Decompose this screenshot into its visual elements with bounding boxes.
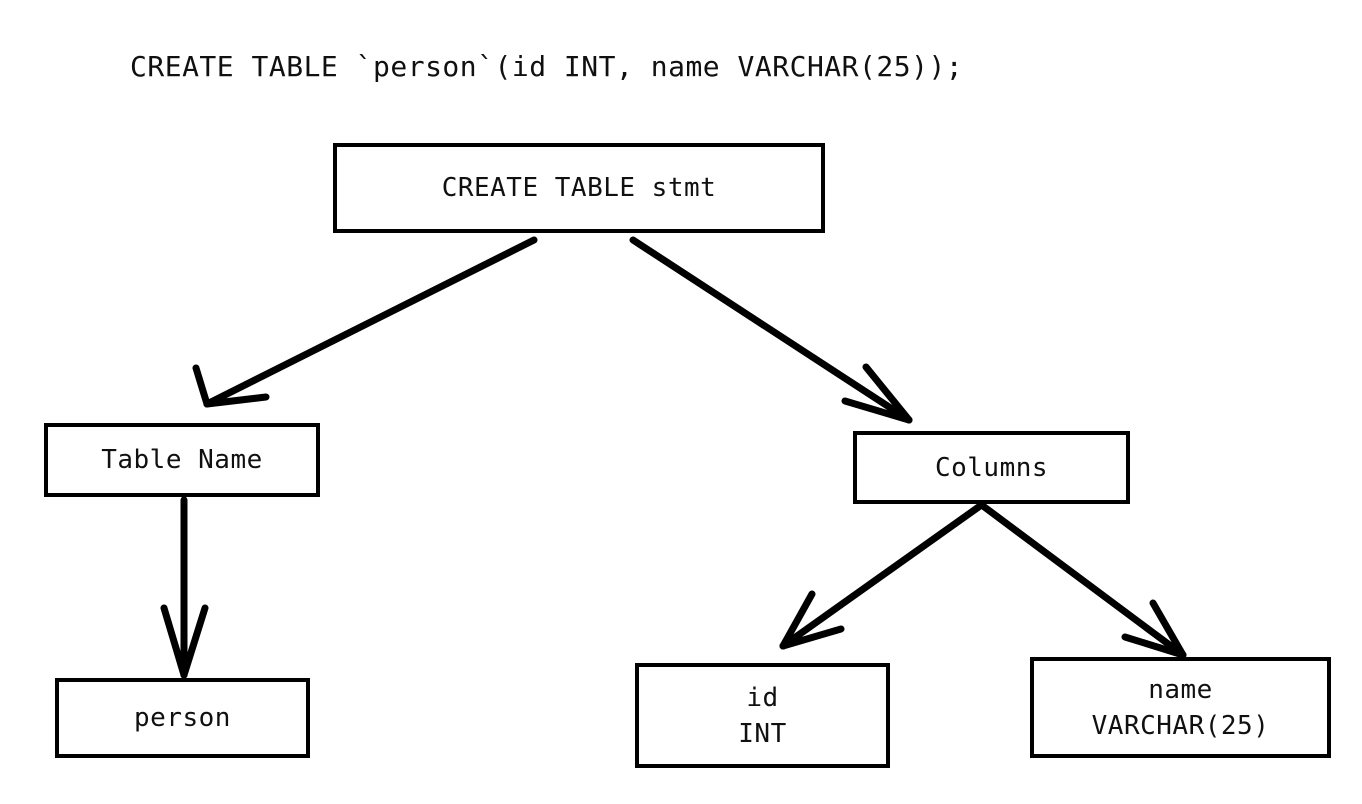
node-person[interactable]: person (55, 678, 310, 758)
edge-root-to-columns (629, 236, 913, 424)
edge-table-name-to-person (160, 496, 209, 679)
node-label: name (1148, 674, 1213, 705)
node-create-table-stmt[interactable]: CREATE TABLE stmt (333, 143, 825, 233)
node-label: Table Name (101, 445, 263, 475)
node-label: Columns (934, 452, 1049, 483)
edge-columns-to-column-name (979, 502, 1187, 659)
node-column-name[interactable]: name VARCHAR(25) (1030, 657, 1331, 758)
node-label: person (134, 703, 231, 733)
node-label: CREATE TABLE stmt (441, 173, 717, 203)
node-columns[interactable]: Columns (853, 431, 1130, 504)
edge-root-to-table-name (192, 236, 538, 408)
node-label-type: INT (738, 718, 787, 749)
node-column-id[interactable]: id INT (635, 663, 890, 768)
edge-columns-to-column-id (779, 502, 984, 650)
node-label-type: VARCHAR(25) (1091, 710, 1270, 741)
node-table-name[interactable]: Table Name (44, 423, 320, 497)
node-label: id (746, 682, 779, 713)
sql-statement-caption: CREATE TABLE `person`(id INT, name VARCH… (130, 50, 964, 83)
